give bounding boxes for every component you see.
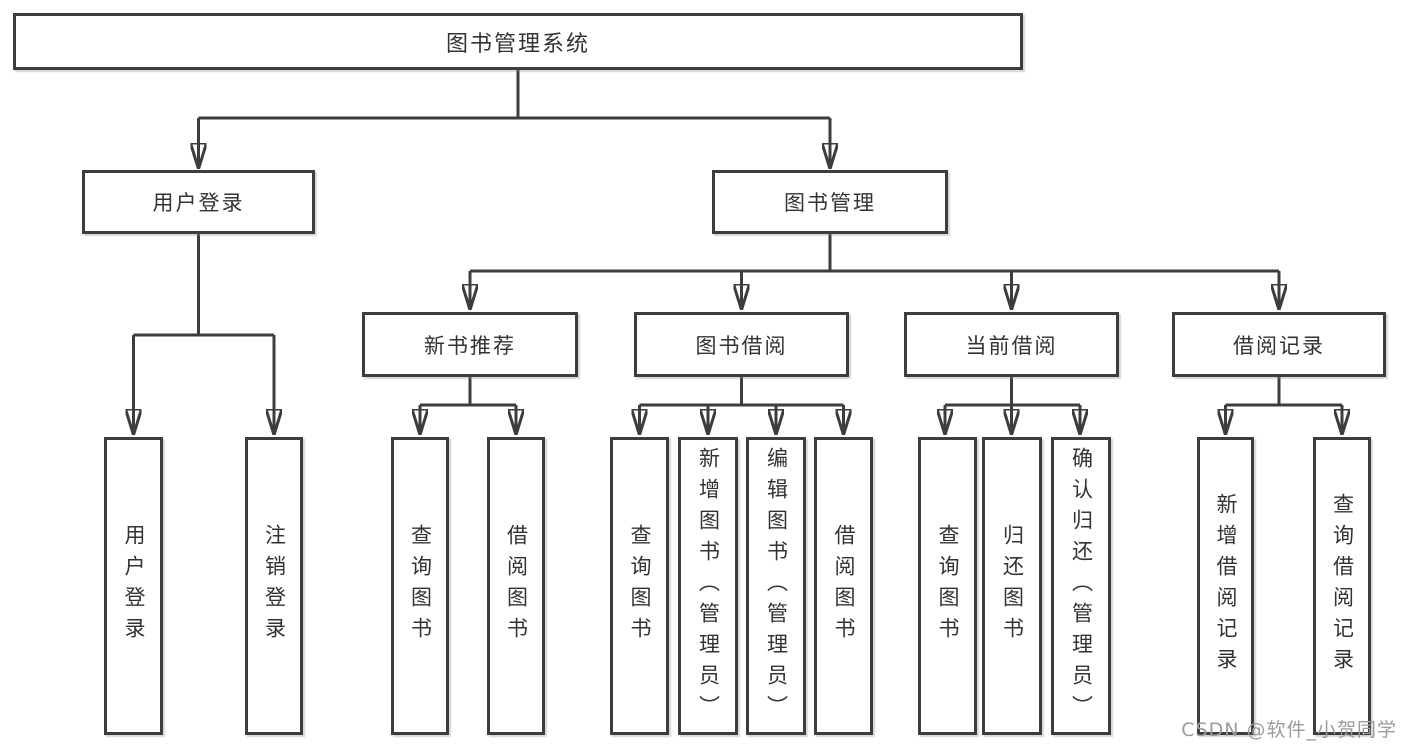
leaf-cb-query-books: 查询图书: [918, 437, 977, 735]
leaf-logout-label: 注销登录: [262, 524, 287, 648]
node-borrowing-records: 借阅记录: [1172, 312, 1386, 377]
node-new-book-recommend: 新书推荐: [362, 312, 578, 377]
leaf-user-login: 用户登录: [104, 437, 163, 735]
leaf-cb-confirm-return-admin-label: 确认归还（管理员）: [1069, 446, 1094, 726]
leaf-nbr-borrow-books-label: 借阅图书: [504, 524, 529, 648]
leaf-cb-query-books-label: 查询图书: [936, 524, 960, 648]
leaf-bb-add-book-admin-label: 新增图书（管理员）: [696, 446, 721, 726]
leaf-br-add-record-label: 新增借阅记录: [1214, 493, 1238, 679]
node-book-borrowing: 图书借阅: [634, 312, 849, 377]
leaf-bb-add-book-admin: 新增图书（管理员）: [678, 437, 738, 735]
leaf-bb-edit-book-admin: 编辑图书（管理员）: [746, 437, 806, 735]
leaf-logout: 注销登录: [245, 437, 303, 735]
node-book-management: 图书管理: [712, 170, 948, 234]
leaf-cb-confirm-return-admin: 确认归还（管理员）: [1051, 437, 1111, 735]
leaf-br-add-record: 新增借阅记录: [1197, 437, 1254, 735]
leaf-bb-borrow-books-label: 借阅图书: [832, 524, 856, 648]
leaf-nbr-borrow-books: 借阅图书: [487, 437, 545, 735]
leaf-cb-return-books-label: 归还图书: [1000, 524, 1025, 648]
node-borrowing-records-label: 借阅记录: [1233, 333, 1325, 358]
leaf-user-login-label: 用户登录: [122, 524, 146, 648]
node-current-borrowing-label: 当前借阅: [965, 333, 1058, 358]
node-user-login-label: 用户登录: [152, 191, 245, 215]
leaf-br-query-record: 查询借阅记录: [1313, 437, 1371, 735]
node-book-management-label: 图书管理: [784, 191, 876, 215]
leaf-bb-query-books-label: 查询图书: [628, 524, 652, 648]
leaf-br-query-record-label: 查询借阅记录: [1330, 493, 1355, 679]
leaf-bb-query-books: 查询图书: [610, 437, 669, 735]
node-root: 图书管理系统: [13, 13, 1023, 70]
node-root-label: 图书管理系统: [445, 31, 590, 57]
leaf-bb-edit-book-admin-label: 编辑图书（管理员）: [764, 446, 789, 726]
node-book-borrowing-label: 图书借阅: [695, 333, 788, 358]
leaf-nbr-query-books-label: 查询图书: [408, 524, 433, 648]
node-current-borrowing: 当前借阅: [904, 312, 1119, 377]
leaf-cb-return-books: 归还图书: [982, 437, 1042, 735]
node-user-login: 用户登录: [82, 170, 315, 234]
csdn-watermark: CSDN @软件_小贺同学: [1181, 719, 1397, 741]
leaf-bb-borrow-books: 借阅图书: [814, 437, 873, 735]
leaf-nbr-query-books: 查询图书: [391, 437, 449, 735]
node-new-book-recommend-label: 新书推荐: [424, 333, 516, 358]
